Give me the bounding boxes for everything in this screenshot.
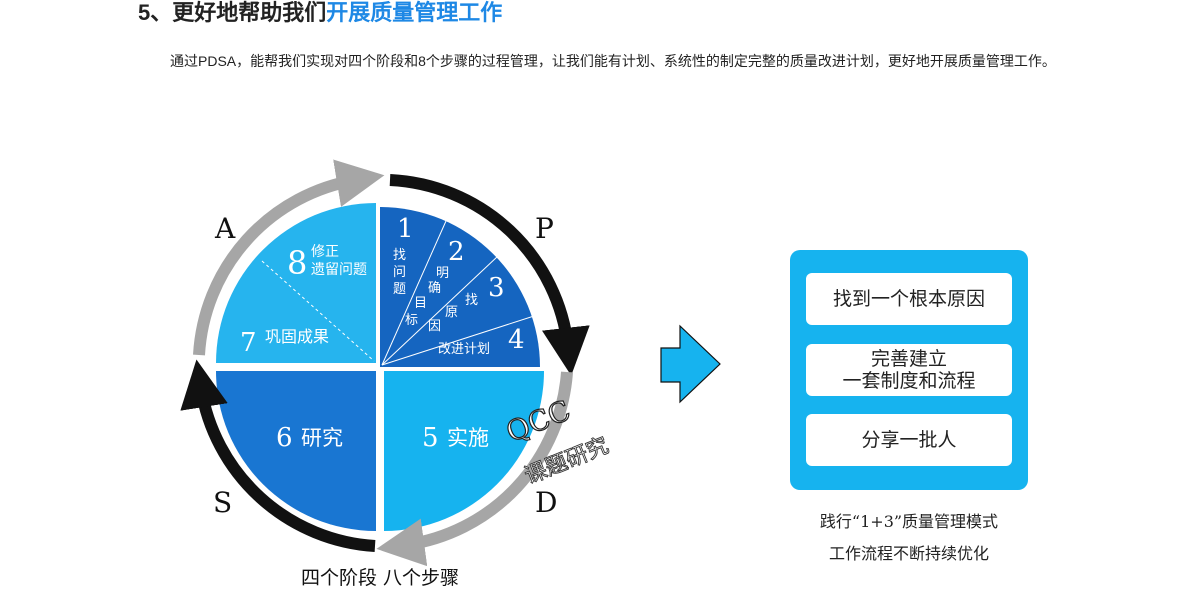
step-6-number: 6 xyxy=(276,423,293,453)
step-4-number: 4 xyxy=(508,325,525,355)
cycle-caption: 四个阶段 八个步骤 xyxy=(300,567,460,589)
panel-item-system: 完善建立 一套制度和流程 xyxy=(806,344,1012,396)
step-8-number: 8 xyxy=(287,244,307,282)
step-3-char-3: 因 xyxy=(428,319,441,334)
section-heading: 5、更好地帮助我们开展质量管理工作 xyxy=(138,0,502,26)
arrow-a xyxy=(193,159,385,356)
intro-paragraph: 通过PDSA，能帮我们实现对四个阶段和8个步骤的过程管理，让我们能有计划、系统性… xyxy=(170,53,1056,69)
panel-item-3-text: 分享一批人 xyxy=(861,429,957,451)
phase-d-label: D xyxy=(535,486,557,519)
quadrant-s xyxy=(216,371,376,531)
quadrant-a xyxy=(216,203,376,363)
step-5-text: 实施 xyxy=(447,426,489,450)
arrow-s xyxy=(180,359,376,552)
a-divider xyxy=(261,260,375,362)
step-3-char-2: 原 xyxy=(445,305,458,320)
heading-prefix: 5、更好地帮助我们 xyxy=(138,0,327,25)
phase-s-label: S xyxy=(213,486,232,519)
step-1-char-1: 找 xyxy=(393,248,406,263)
arrow-p xyxy=(389,174,590,376)
step-4-text: 改进计划 xyxy=(438,342,490,357)
right-block-arrow xyxy=(660,324,721,404)
panel-item-2-line-1: 完善建立 xyxy=(870,348,947,370)
qcc-subtitle: 课题研究 xyxy=(521,433,612,489)
panel-item-share: 分享一批人 xyxy=(806,414,1012,466)
panel-item-2-line-2: 一套制度和流程 xyxy=(842,370,976,392)
step-2-char-4: 标 xyxy=(405,313,418,328)
quadrant-d xyxy=(384,371,544,531)
step-1-number: 1 xyxy=(397,214,414,244)
step-3-number: 3 xyxy=(488,273,505,303)
step-8-line-2: 遗留问题 xyxy=(311,262,367,278)
step-8-line-1: 修正 xyxy=(311,244,339,260)
results-panel: 找到一个根本原因 完善建立 一套制度和流程 分享一批人 xyxy=(790,250,1028,490)
step-6-text: 研究 xyxy=(301,426,343,450)
step-7-text: 巩固成果 xyxy=(265,327,329,346)
arrow-d xyxy=(376,371,573,567)
phase-a-label: A xyxy=(214,212,236,245)
panel-caption-1: 践行“1+3”质量管理模式 xyxy=(819,512,999,531)
step-2-char-2: 确 xyxy=(428,281,441,296)
step-2-char-3: 目 xyxy=(414,296,427,311)
panel-item-1-text: 找到一个根本原因 xyxy=(832,288,985,310)
step-1-char-2: 问 xyxy=(393,265,406,280)
panel-caption-2: 工作流程不断持续优化 xyxy=(828,544,989,563)
p-dividers xyxy=(381,220,535,366)
step-2-number: 2 xyxy=(448,237,465,267)
step-3-char-1: 找 xyxy=(465,293,478,308)
step-5-number: 5 xyxy=(422,423,439,453)
heading-highlight: 开展质量管理工作 xyxy=(326,0,503,25)
step-7-number: 7 xyxy=(240,328,257,358)
panel-item-root-cause: 找到一个根本原因 xyxy=(806,273,1012,325)
phase-p-label: P xyxy=(535,212,554,245)
step-2-char-1: 明 xyxy=(436,266,449,281)
step-1-char-3: 题 xyxy=(393,282,406,297)
